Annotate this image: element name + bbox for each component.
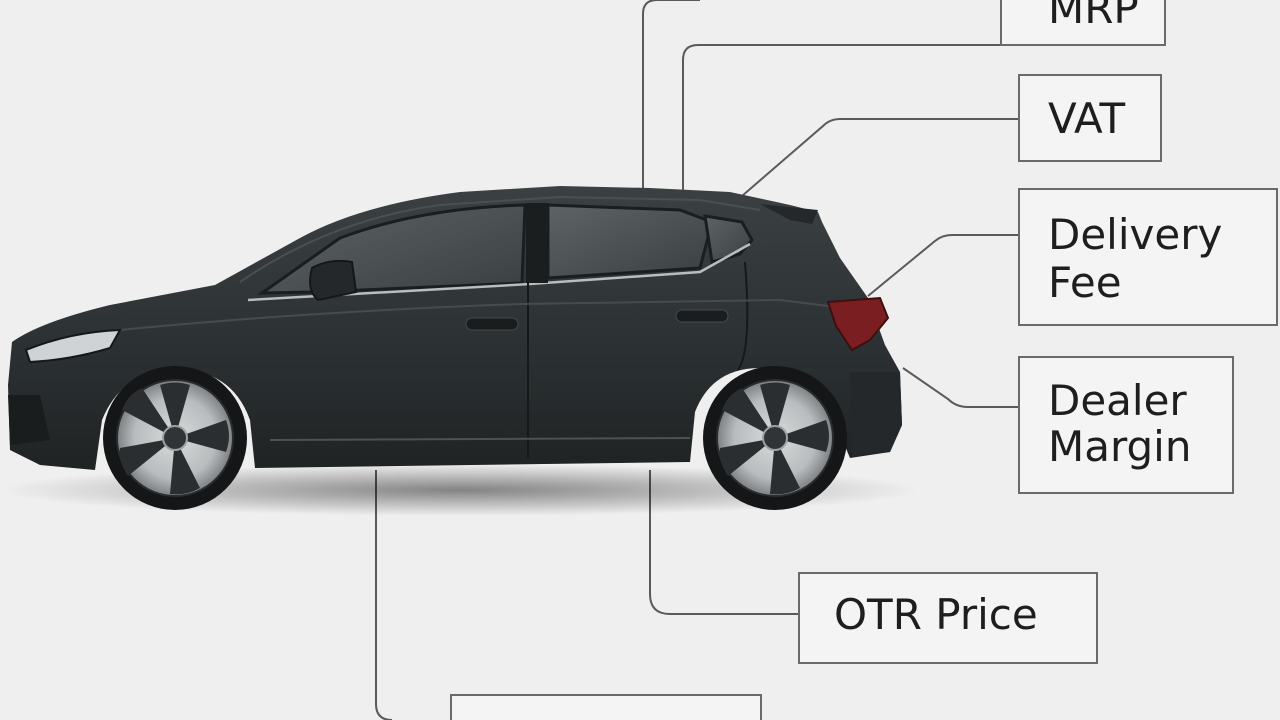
delivery-fee-label-line2: Fee [1048,258,1122,307]
dealer-margin-box: Dealer Margin [1018,356,1234,494]
dealer-margin-label-line1: Dealer [1048,376,1187,425]
rear-bumper [850,372,902,456]
b-pillar [526,203,548,283]
leader-line-mrp-outer [642,0,700,192]
car-illustration [0,186,920,516]
delivery-fee-label-line1: Delivery [1048,210,1223,259]
headlight [24,328,122,364]
leader-line-dealer-margin [902,367,1018,408]
door-seam-rear [737,261,749,371]
rear-window [546,203,714,280]
rear-door-handle [675,309,729,323]
leader-line-vat [741,118,1018,197]
front-door-handle [465,317,519,331]
leader-line-mrp [682,0,1165,205]
otr-price-box: OTR Price [798,572,1098,664]
leader-line-delivery-fee [867,234,1018,297]
leader-lines [375,0,1165,720]
mrp-box: MRP [1000,0,1166,46]
window-trim [247,242,751,302]
side-sill-line [269,437,691,441]
tail-light [826,296,890,352]
rear-spoiler [760,204,818,224]
leader-line-otr-price [649,470,798,615]
otr-price-label: OTR Price [834,590,1038,639]
rear-wheel [703,366,847,510]
front-wheel [103,366,247,510]
side-mirror [309,259,358,302]
front-grille [8,395,50,445]
vat-label: VAT [1048,94,1126,143]
roof-line [239,195,761,283]
character-line [119,298,861,331]
delivery-fee-box: Delivery Fee [1018,188,1278,326]
mrp-label: MRP [1048,0,1139,33]
dealer-margin-label-line2: Margin [1048,422,1192,471]
vat-box: VAT [1018,74,1162,162]
bottom-box [450,694,762,720]
